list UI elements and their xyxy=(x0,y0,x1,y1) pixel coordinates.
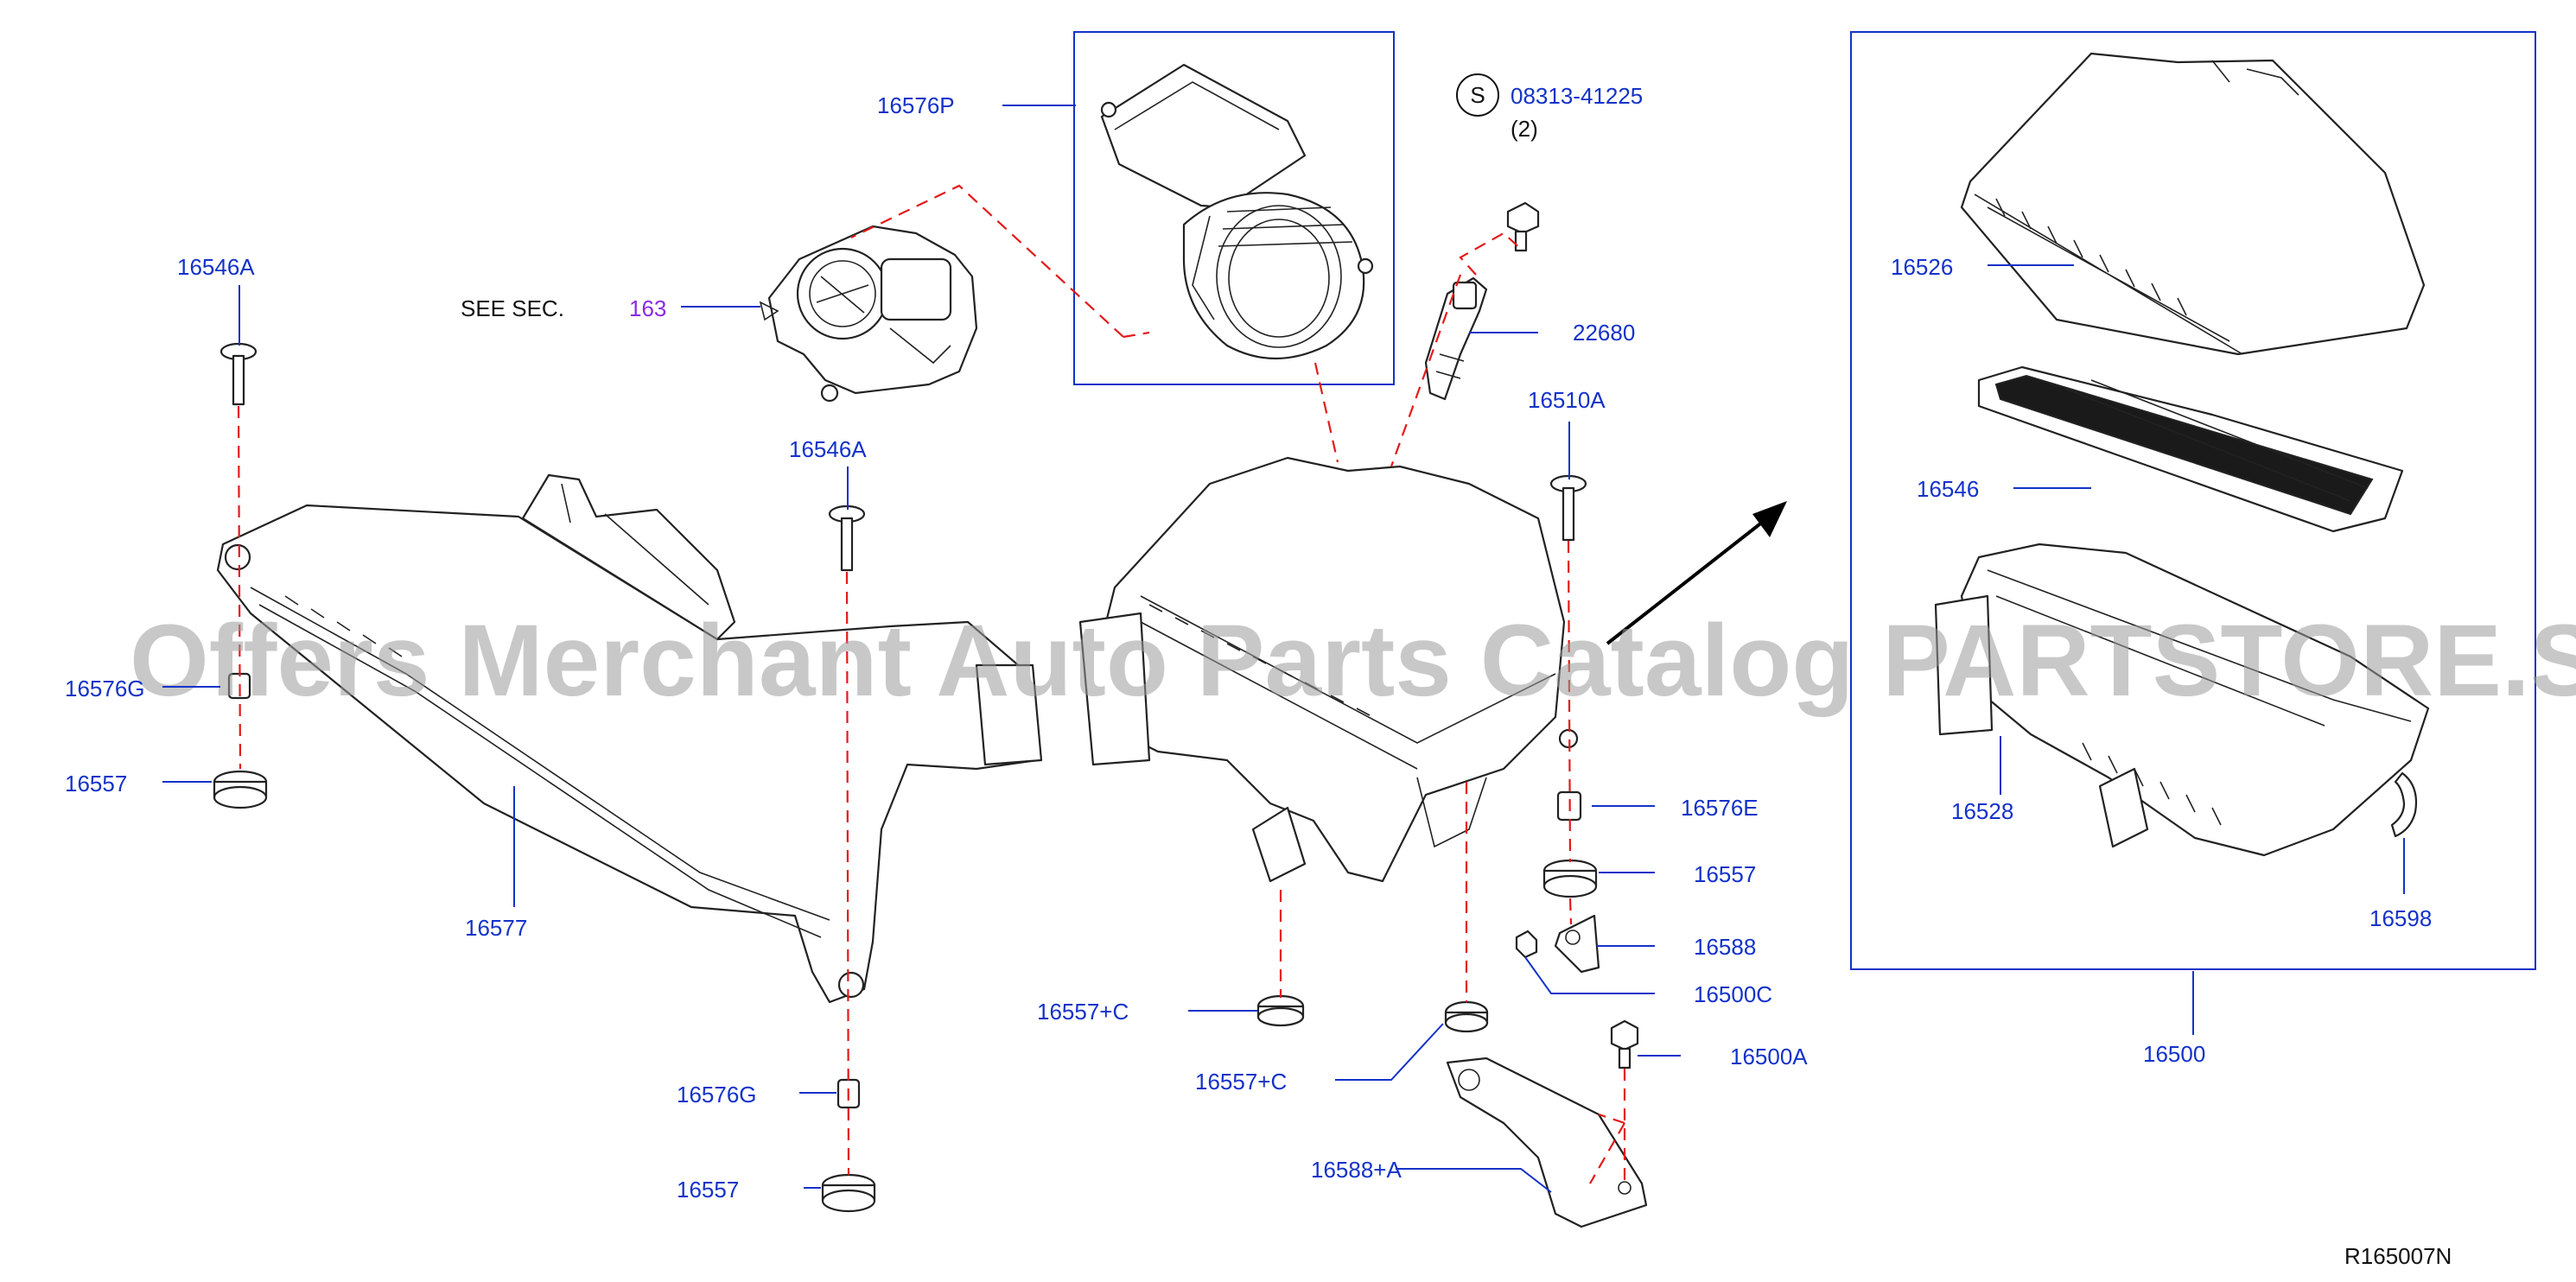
label-16557-left[interactable]: 16557 xyxy=(65,771,127,796)
grommet-16557C-a-drawing xyxy=(1256,994,1305,1027)
nut-16500C-drawing xyxy=(1515,930,1538,959)
watermark-text: Offers Merchant Auto Parts Catalog PARTS… xyxy=(130,604,2576,718)
label-08313-41225[interactable]: 08313-41225 xyxy=(1511,83,1643,109)
grommet-16557C-b-drawing xyxy=(1444,1000,1489,1033)
standard-part-symbol: S xyxy=(1456,73,1499,117)
grommet-16557-right-drawing xyxy=(1542,859,1598,898)
label-16557C-b[interactable]: 16557+C xyxy=(1195,1069,1287,1095)
label-16528[interactable]: 16528 xyxy=(1951,798,2013,824)
screw-08313-drawing xyxy=(1506,201,1540,252)
bolt-16546A-left-drawing xyxy=(219,342,258,406)
label-16588A[interactable]: 16588+A xyxy=(1311,1157,1402,1183)
see-section-163-link[interactable]: 163 xyxy=(629,295,666,321)
label-16577[interactable]: 16577 xyxy=(465,915,527,941)
label-16500A[interactable]: 16500A xyxy=(1730,1044,1808,1069)
air-duct-drawing xyxy=(1100,63,1374,360)
bracket-16588-drawing xyxy=(1554,914,1600,974)
air-cleaner-assembly-frame xyxy=(1850,31,2536,970)
mass-air-flow-inset-frame xyxy=(1073,31,1395,385)
grommet-16557-left-drawing xyxy=(213,770,268,809)
bolt-16546A-mid-drawing xyxy=(828,505,866,572)
label-16510A[interactable]: 16510A xyxy=(1528,387,1606,413)
bolt-16510A-drawing xyxy=(1549,474,1587,542)
label-16576E[interactable]: 16576E xyxy=(1681,795,1759,821)
label-16557C-a[interactable]: 16557+C xyxy=(1037,999,1129,1025)
standard-part-symbol-letter: S xyxy=(1470,82,1485,108)
label-16576G-bottom[interactable]: 16576G xyxy=(677,1082,757,1107)
label-16546A-mid[interactable]: 16546A xyxy=(789,436,867,462)
label-16588[interactable]: 16588 xyxy=(1694,934,1756,960)
label-16546A-top[interactable]: 16546A xyxy=(177,254,255,280)
mass-air-flow-sensor-drawing xyxy=(1424,276,1488,401)
screw-quantity: (2) xyxy=(1511,116,1538,142)
label-16557-bottom[interactable]: 16557 xyxy=(677,1177,739,1203)
label-16526[interactable]: 16526 xyxy=(1891,254,1953,280)
bracket-16588A-drawing xyxy=(1446,1057,1648,1228)
air-cleaner-body-drawing xyxy=(1078,456,1579,883)
leader-lines xyxy=(162,105,2405,1193)
diagram-code: R165007N xyxy=(2344,1243,2452,1269)
air-cleaner-cover-16526-drawing xyxy=(1960,52,2426,356)
air-filter-element-16546-drawing xyxy=(1977,365,2404,533)
label-16500C[interactable]: 16500C xyxy=(1694,981,1772,1007)
air-inlet-duct-drawing xyxy=(216,473,1043,1004)
label-16576P[interactable]: 16576P xyxy=(877,92,955,118)
label-16546[interactable]: 16546 xyxy=(1917,476,1979,502)
assembly-arrow xyxy=(1606,501,1787,645)
throttle-body-drawing xyxy=(759,225,978,403)
air-cleaner-lower-case-16528-drawing xyxy=(1934,543,2430,857)
alignment-lines xyxy=(237,184,1626,1184)
label-16500[interactable]: 16500 xyxy=(2143,1041,2205,1067)
see-section-text: SEE SEC. xyxy=(461,295,564,321)
label-16598[interactable]: 16598 xyxy=(2369,905,2432,931)
grommet-16557-bottom-drawing xyxy=(821,1173,876,1213)
label-16576G-left[interactable]: 16576G xyxy=(65,676,145,701)
label-16557-right[interactable]: 16557 xyxy=(1694,861,1756,887)
label-22680[interactable]: 22680 xyxy=(1573,320,1635,346)
bolt-16500A-drawing xyxy=(1610,1019,1639,1069)
clip-16598-drawing xyxy=(2390,771,2418,838)
